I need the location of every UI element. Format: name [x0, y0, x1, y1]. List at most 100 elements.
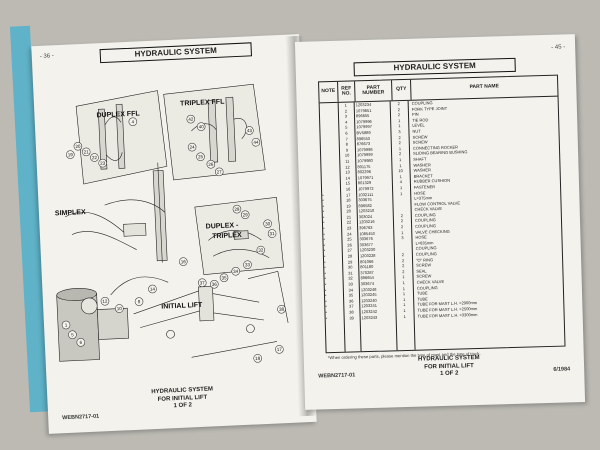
callout-number: 42 [188, 117, 194, 122]
col-ref: REF NO. [338, 81, 356, 102]
callout-bubble: 20 [73, 142, 83, 151]
right-page-number: - 45 - [551, 44, 566, 51]
callout-bubble: 34 [231, 266, 241, 276]
callout-number: 43 [247, 128, 253, 133]
callout-number: 9 [138, 299, 141, 304]
callout-number: 37 [200, 280, 206, 285]
callout-number: 34 [233, 269, 239, 274]
hydraulic-diagram: DUPLEX FFL TRIPLEX FFL SIMPLEX DUPLEX - … [55, 83, 289, 363]
callout-bubble: 6 [76, 338, 86, 347]
callout-number: 18 [255, 356, 261, 361]
col-note: NOTE [319, 81, 339, 103]
callout-bubble: 28 [232, 204, 242, 214]
callout-number: 44 [253, 140, 259, 145]
callout-number: 12 [102, 299, 108, 304]
callout-bubble: 31 [267, 229, 277, 238]
right-footer-code-left: WEBN2717-01 [318, 372, 356, 380]
callout-bubble: 10 [115, 304, 124, 313]
callout-bubble: 30 [263, 219, 272, 228]
callout-bubble: 35 [219, 273, 229, 283]
callout-bubble: 27 [214, 167, 224, 177]
callout-number: 22 [92, 155, 98, 160]
callout-bubble: 21 [81, 147, 91, 157]
callout-bubble: 4 [128, 117, 138, 127]
callout-number: 16 [181, 259, 187, 264]
label-triplex-ffl: TRIPLEX FFL [180, 99, 225, 108]
label-duplex-ffl: DUPLEX FFL [96, 110, 140, 119]
callout-bubble: 36 [210, 279, 219, 289]
callout-number: 30 [265, 221, 271, 226]
callout-number: 35 [221, 275, 227, 280]
callout-number: 36 [212, 282, 218, 287]
callout-number: 40 [199, 124, 205, 129]
callout-number: 14 [150, 286, 156, 291]
left-footer-code: WEBN2717-01 [62, 413, 100, 422]
callout-number: 19 [68, 152, 74, 157]
callout-layer: 4424043442425262723222120192829303132333… [61, 114, 286, 363]
callout-bubble: 5 [68, 330, 77, 339]
callout-bubble: 24 [187, 142, 197, 152]
callout-number: 26 [208, 162, 214, 167]
callout-bubble: 17 [275, 345, 284, 354]
col-part-number: PART NUMBER [355, 80, 393, 102]
callout-number: 33 [245, 262, 251, 267]
label-duplex-triplex-line1: DUPLEX - [206, 222, 240, 231]
callout-bubble: 16 [179, 257, 188, 266]
callout-number: 29 [243, 212, 249, 217]
left-page: - 36 - HYDRAULIC SYSTEM [31, 34, 317, 434]
callout-number: 6 [79, 340, 82, 345]
callout-number: 1 [65, 323, 68, 328]
callout-bubble: 29 [240, 210, 250, 220]
table-cell-part: 1203243 [361, 314, 378, 320]
callout-bubble: 22 [90, 153, 99, 162]
table-cell-qty: 1 [403, 313, 406, 319]
callout-number: 38 [279, 307, 285, 312]
callout-bubble: 26 [206, 160, 216, 169]
callout-bubble: 40 [196, 122, 206, 131]
parts-table: NOTE REF NO. PART NUMBER QTY PART NAME 1… [318, 74, 566, 354]
left-page-number: - 36 - [39, 53, 54, 60]
callout-bubble: 25 [196, 152, 205, 161]
callout-number: 31 [269, 231, 275, 236]
callout-bubble: 44 [251, 137, 261, 147]
callout-number: 20 [75, 144, 81, 149]
callout-bubble: 9 [134, 297, 144, 306]
right-footer-code-right: 6/1984 [553, 366, 571, 373]
label-simplex: SIMPLEX [55, 209, 86, 217]
callout-number: 5 [71, 332, 74, 337]
callout-bubble: 42 [186, 114, 196, 124]
table-cell-note: * [325, 315, 328, 321]
callout-bubble: 19 [66, 150, 75, 159]
callout-number: 24 [189, 145, 195, 150]
callout-bubble: 1 [61, 320, 71, 330]
col-part-name: PART NAME [469, 83, 499, 91]
right-page: - 45 - HYDRAULIC SYSTEM NOTE REF NO. PAR… [294, 34, 586, 410]
callout-number: 32 [258, 248, 264, 253]
label-initial-lift: INITIAL LIFT [161, 302, 203, 311]
callout-number: 4 [132, 119, 135, 124]
callout-number: 10 [117, 306, 123, 311]
table-cell-ref: 39 [349, 315, 354, 321]
right-caption: HYDRAULIC SYSTEM FOR INITIAL LIFT 1 OF 2 [364, 353, 535, 380]
callout-number: 27 [217, 169, 223, 174]
callout-bubble: 33 [243, 260, 252, 269]
label-duplex-triplex-line2: TRIPLEX [212, 232, 242, 240]
callout-bubble: 37 [197, 278, 207, 288]
callout-bubble: 23 [98, 158, 107, 168]
callout-number: 28 [234, 207, 240, 212]
callout-number: 21 [84, 149, 90, 154]
callout-bubble: 14 [148, 284, 157, 294]
left-caption: HYDRAULIC SYSTEM FOR INITIAL LIFT 1 OF 2 [97, 384, 268, 414]
callout-bubble: 43 [245, 126, 254, 135]
callout-number: 25 [198, 154, 204, 159]
callout-bubble: 38 [277, 304, 286, 314]
callout-bubble: 18 [253, 354, 262, 363]
callout-number: 17 [277, 347, 283, 352]
right-page-title: HYDRAULIC SYSTEM [353, 57, 516, 77]
callout-bubble: 32 [256, 245, 266, 255]
callout-number: 23 [100, 161, 106, 166]
col-qty: QTY [392, 79, 412, 101]
callout-bubble: 12 [100, 296, 110, 306]
